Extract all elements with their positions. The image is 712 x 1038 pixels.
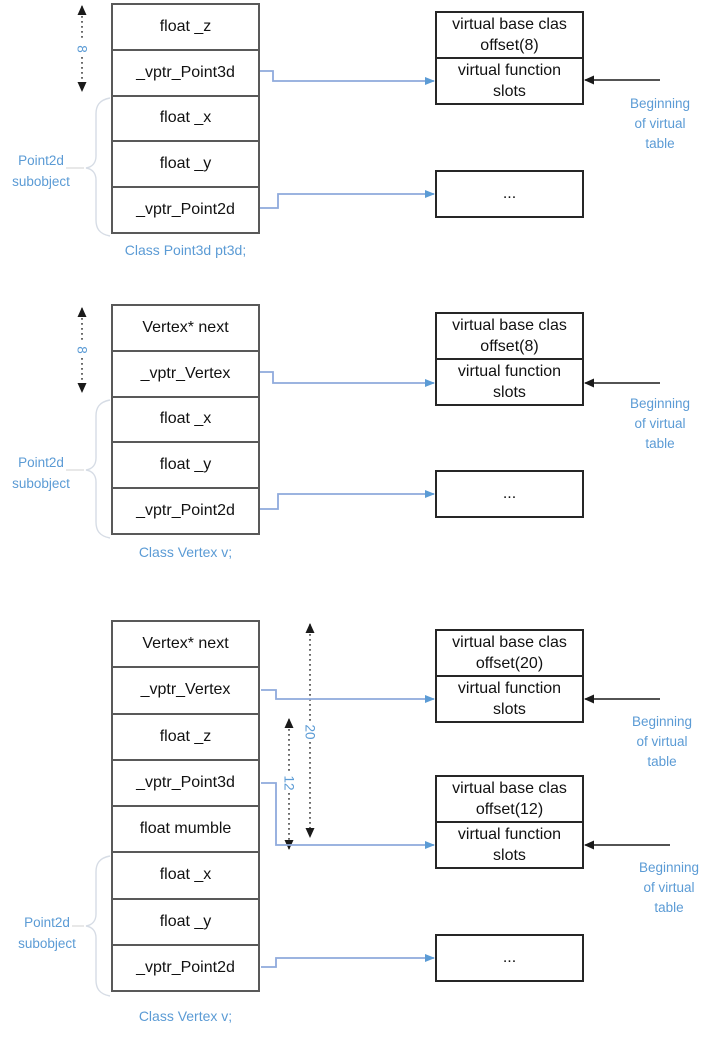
subobject-label: Point2d subobject <box>12 455 70 491</box>
size-arrow-label: 20 <box>303 724 318 739</box>
memory-row: _vptr_Vertex <box>113 349 258 396</box>
class-caption: Class Point3d pt3d; <box>124 242 247 258</box>
subobject-brace <box>85 855 111 997</box>
vtable-dots-box: ... <box>435 934 584 982</box>
vertex-object-box: Vertex* next _vptr_Vertex float _x float… <box>111 304 260 535</box>
class-caption: Class Vertex v; <box>138 544 233 560</box>
vtable-offset-cell: virtual base clas offset(20) <box>452 634 567 672</box>
memory-row: float _z <box>113 5 258 49</box>
vtable-slots-cell: virtual function slots <box>437 675 582 721</box>
point3d-object-box: float _z _vptr_Point3d float _x float _y… <box>111 3 260 234</box>
memory-row: float mumble <box>113 805 258 852</box>
beginning-of-vtable-label: Beginning of virtual table <box>629 396 691 451</box>
memory-row: float _x <box>113 94 258 141</box>
vtable-dots-box: ... <box>435 470 584 518</box>
vtable-slots-cell: virtual function slots <box>437 358 582 404</box>
vtable-offset-cell: virtual base clas offset(8) <box>452 16 567 54</box>
diagram2-connectors: 8 <box>66 307 660 539</box>
memory-row: float _x <box>113 851 258 898</box>
subobject-brace <box>85 97 111 237</box>
memory-row: _vptr_Point2d <box>113 487 258 533</box>
vptr-point3d-arrow <box>261 782 435 849</box>
vptr-point3d-arrow <box>260 70 435 85</box>
vtable-slots-cell: virtual function slots <box>437 821 582 867</box>
class-caption: Class Vertex v; <box>138 1008 233 1024</box>
diagram1-connectors: 8 <box>66 5 660 237</box>
memory-row: _vptr_Point3d <box>113 48 258 95</box>
vptr-vertex-arrow <box>261 689 435 703</box>
vertex-full-object-box: Vertex* next _vptr_Vertex float _z _vptr… <box>111 620 260 992</box>
memory-row: _vptr_Point3d <box>113 758 258 805</box>
vtable-dots-box: ... <box>435 170 584 218</box>
vptr-vertex-arrow <box>260 371 435 387</box>
beginning-of-vtable-label: Beginning of virtual table <box>629 96 691 151</box>
vtable-offset-cell: virtual base clas offset(8) <box>452 317 567 355</box>
vptr-point2d-arrow <box>260 190 435 209</box>
vptr-point2d-arrow <box>261 954 435 968</box>
vtable-box: virtual base clas offset(8) virtual func… <box>435 11 584 105</box>
memory-row: _vptr_Point2d <box>113 186 258 232</box>
vtable-box: virtual base clas offset(8) virtual func… <box>435 312 584 406</box>
beginning-of-vtable-label: Beginning of virtual table <box>631 714 693 769</box>
vtable-box: virtual base clas offset(12) virtual fun… <box>435 775 584 869</box>
size-arrow-label: 12 <box>282 775 297 790</box>
diagram3-connectors: 20 12 <box>72 623 670 997</box>
memory-row: float _x <box>113 395 258 442</box>
memory-row: float _y <box>113 897 258 944</box>
size-arrow-label: 8 <box>75 45 90 53</box>
memory-row: float _z <box>113 712 258 759</box>
memory-row: _vptr_Vertex <box>113 666 258 713</box>
subobject-label: Point2d subobject <box>18 915 76 951</box>
vtable-slots-cell: virtual function slots <box>437 57 582 103</box>
memory-row: _vptr_Point2d <box>113 943 258 990</box>
size-arrow-label: 8 <box>75 346 90 354</box>
memory-row: Vertex* next <box>113 622 258 667</box>
subobject-brace <box>85 399 111 539</box>
subobject-label: Point2d subobject <box>12 153 70 189</box>
beginning-of-vtable-label: Beginning of virtual table <box>638 860 700 915</box>
memory-row: float _y <box>113 140 258 187</box>
vtable-box: virtual base clas offset(20) virtual fun… <box>435 629 584 723</box>
memory-row: Vertex* next <box>113 306 258 350</box>
memory-row: float _y <box>113 441 258 488</box>
vtable-offset-cell: virtual base clas offset(12) <box>452 780 567 818</box>
vptr-point2d-arrow <box>260 490 435 510</box>
